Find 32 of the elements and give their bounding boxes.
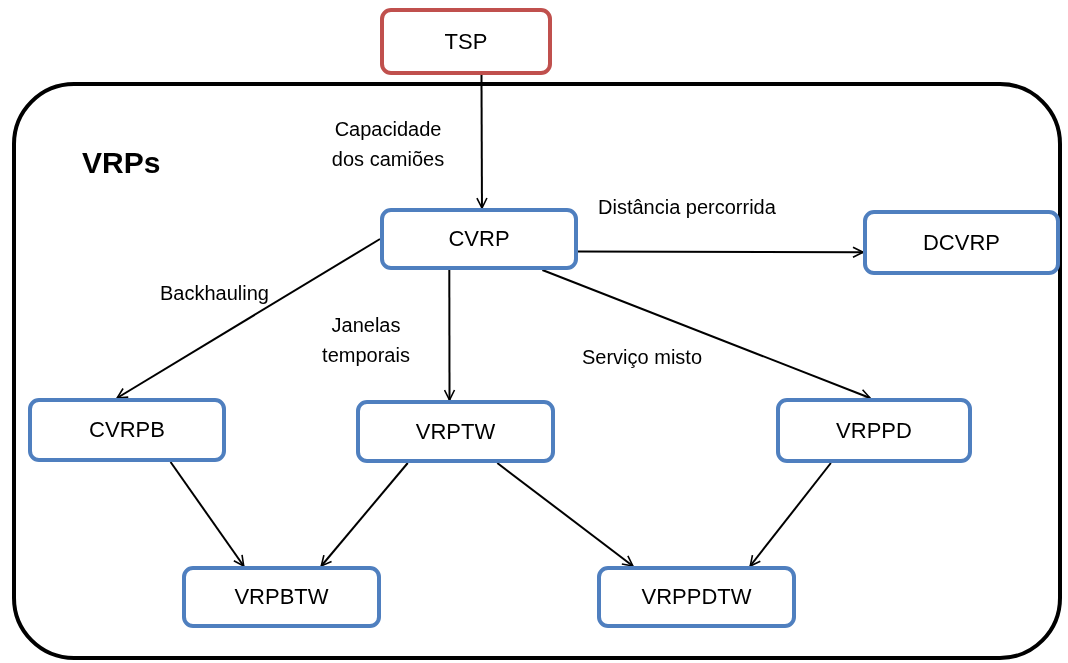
arrow	[320, 462, 409, 567]
arrow	[749, 462, 832, 567]
arrow	[169, 461, 245, 567]
node-label: CVRP	[448, 226, 510, 252]
node-label: TSP	[444, 28, 488, 55]
node-label: CVRPB	[89, 417, 165, 443]
edge-label: Distância percorrida	[598, 195, 777, 220]
group-title: VRPs	[82, 146, 161, 180]
node-label: VRPPDTW	[641, 584, 752, 610]
arrow	[116, 238, 381, 399]
node-label: VRPTW	[415, 418, 496, 445]
arrow	[577, 246, 864, 258]
edge-label: Serviço misto	[582, 345, 704, 370]
process-box	[776, 398, 972, 463]
node-label: VRPBTW	[234, 584, 329, 610]
node-label: DCVRP	[923, 229, 1000, 256]
group-container	[12, 82, 1062, 660]
process-box	[182, 566, 381, 628]
process-box	[28, 398, 226, 462]
edge-label: Janelas temporais	[321, 313, 411, 368]
node-label: VRPPD	[836, 417, 912, 444]
arrow	[476, 74, 488, 209]
arrow	[496, 462, 634, 567]
process-box	[597, 566, 796, 628]
edge-label: Backhauling	[160, 281, 270, 306]
arrow	[443, 269, 456, 401]
process-box	[863, 210, 1060, 275]
process-box	[356, 400, 555, 463]
edge-label: Capacidade dos camiões	[330, 117, 446, 172]
arrow	[541, 269, 872, 400]
process-box	[380, 208, 578, 270]
process-box	[380, 8, 552, 75]
